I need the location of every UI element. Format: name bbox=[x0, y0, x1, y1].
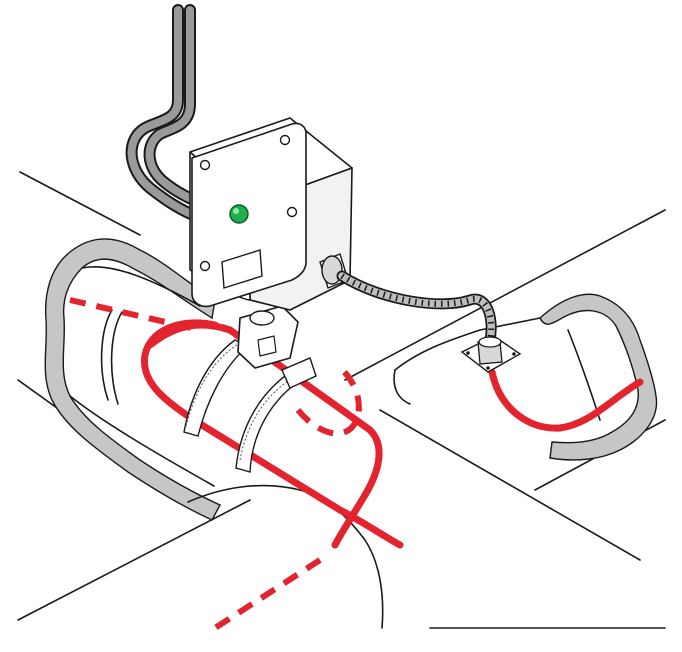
heating-cable bbox=[69, 297, 644, 631]
branch-pipe-end-left bbox=[393, 369, 411, 405]
rivet-icon bbox=[486, 366, 490, 370]
power-supply-cables bbox=[125, 4, 214, 224]
screw-icon bbox=[199, 159, 211, 171]
pipe-strap-1 bbox=[183, 339, 250, 437]
branch-insulation-cut bbox=[539, 293, 658, 461]
pipe-straps bbox=[183, 339, 317, 473]
pipe-band-2 bbox=[110, 311, 123, 405]
thermal-insulation-right bbox=[393, 293, 658, 461]
supply-cable-2 bbox=[145, 6, 212, 210]
junction-box bbox=[189, 117, 353, 311]
main-pipe-top-edge-left bbox=[19, 171, 141, 236]
heating-cable-hidden-bottom bbox=[213, 557, 322, 631]
flexible-conduit bbox=[336, 270, 497, 346]
main-pipe-top-edge-right bbox=[379, 409, 641, 561]
status-light-highlight bbox=[233, 208, 239, 214]
foreground-pipe-edge bbox=[17, 499, 251, 621]
junction-box-lid bbox=[191, 122, 307, 308]
branch-pipe-end-top bbox=[394, 317, 541, 371]
flexible-conduit-body bbox=[338, 272, 495, 344]
label-plate bbox=[221, 249, 263, 289]
supply-cable-1 bbox=[127, 6, 204, 222]
pipe-stand-top bbox=[249, 310, 275, 326]
heating-cable-hidden-loop bbox=[295, 365, 362, 437]
branch-pipe-far-edge bbox=[344, 209, 666, 381]
screw-icon bbox=[199, 260, 211, 272]
pipe-stand bbox=[237, 305, 299, 369]
pipe-band-1 bbox=[100, 309, 113, 401]
rivet-icon bbox=[512, 352, 516, 356]
status-light-icon bbox=[229, 204, 249, 224]
pipe-stand-slot bbox=[257, 335, 277, 357]
heating-cable-main bbox=[140, 319, 404, 549]
heating-cable-rise bbox=[146, 321, 383, 549]
strap-buckle bbox=[281, 357, 317, 389]
screw-icon bbox=[279, 134, 291, 146]
rivet-icon bbox=[466, 351, 470, 355]
heating-cable-branch bbox=[488, 368, 644, 432]
end-seal-gland bbox=[460, 335, 522, 373]
screw-icon bbox=[286, 206, 298, 218]
pipe-inner-top bbox=[81, 265, 201, 307]
pipe-inner-bottom bbox=[69, 395, 215, 487]
pipe-strap-1-texture bbox=[185, 343, 239, 427]
branch-band bbox=[567, 329, 601, 421]
end-seal-gland-top bbox=[478, 336, 502, 348]
